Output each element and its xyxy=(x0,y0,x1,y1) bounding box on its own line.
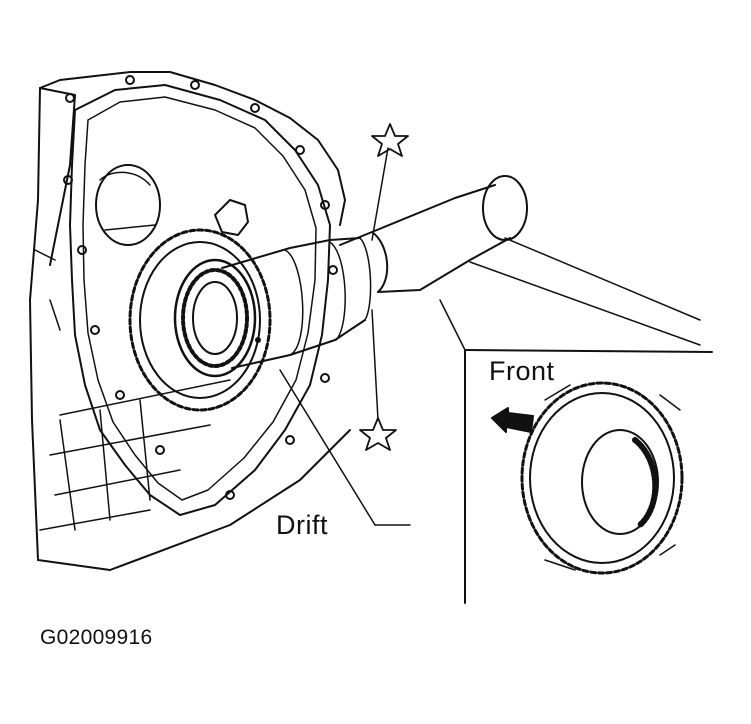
front-label: Front xyxy=(489,356,555,386)
case-flange xyxy=(63,75,338,516)
transmission-case xyxy=(29,71,351,571)
counter-gear xyxy=(128,228,272,412)
star-outline-icon xyxy=(371,123,409,157)
inset-frame xyxy=(439,299,713,604)
upper-bore xyxy=(95,164,161,246)
hammer xyxy=(339,175,701,346)
star-outline-icon xyxy=(359,417,397,451)
arrow-left-icon xyxy=(491,407,534,433)
figure-code: G02009916 xyxy=(40,626,153,649)
leader-lines xyxy=(279,147,411,526)
lock-tab xyxy=(214,199,249,236)
drift-shaft xyxy=(221,237,372,369)
synchro-sleeve xyxy=(520,381,684,575)
drift-label: Drift xyxy=(276,510,328,540)
